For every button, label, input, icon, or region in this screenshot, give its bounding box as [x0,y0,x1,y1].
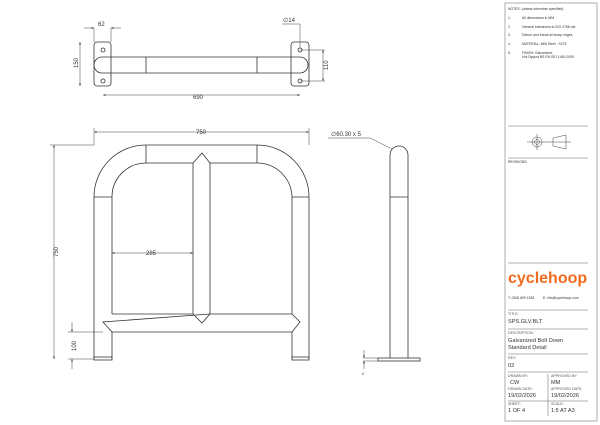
svg-text:TITLE:: TITLE: [508,312,519,316]
dim-plate-height: 150 [74,57,80,68]
drawn-by: CW [510,380,520,386]
title-block: NOTES: (unless otherwise specified) 1. Al… [504,2,598,422]
front-view: 750 750 285 100 [50,128,310,369]
svg-text:3.: 3. [508,33,511,37]
approved-by: MM [551,380,561,386]
svg-text:SHEET:: SHEET: [508,402,521,406]
svg-text:APPROVED BY:: APPROVED BY: [551,374,578,378]
cyclehoop-logo: cyclehoop [508,270,587,287]
note: General tolerances to ISO 2768-mk [522,25,576,29]
email: E: info@cyclehoop.com [543,296,579,300]
notes-list: 1. All dimensions in MM 2. General toleran… [508,16,576,59]
dim-length: 690 [193,95,204,101]
third-angle-projection-icon [527,134,571,150]
dim-hole-spacing: 110 [324,60,330,70]
note: MATERIAL: Mild Steel - S275 [522,42,567,46]
drawn-date: 19/02/2026 [508,393,536,399]
svg-text:REV:: REV: [508,356,516,360]
dim-bar-height: 100 [72,340,78,351]
description: Standard Detail [508,345,547,351]
dim-plate-width: 62 [98,22,105,28]
svg-text:5.: 5. [508,51,511,55]
note: Deburr and break all sharp edges [522,33,573,37]
side-view: 6 ∅60.30 x 5 [328,131,421,376]
svg-text:SCALE:: SCALE: [551,402,564,406]
phone: T: 0208 699 1338 [508,296,534,300]
bolt-hole-icon [100,47,303,84]
revisions-label: REVISIONS: [508,160,527,164]
note: All dimensions in MM [522,16,554,20]
dim-inner: 285 [146,251,157,257]
dim-plate-thickness: 6 [362,372,364,376]
svg-text:APPROVED DATE:: APPROVED DATE: [551,387,582,391]
drawing-title: SPS.GLV.BLT [508,319,543,325]
scale: 1:5 AT A3 [551,408,575,414]
svg-text:4.: 4. [508,42,511,46]
dim-tube: ∅60.30 x 5 [331,131,362,138]
dim-height: 750 [54,246,60,257]
svg-text:DRAWN DATE:: DRAWN DATE: [508,387,533,391]
note: Hot Dipped BS EN ISO 1461:2009 [522,55,574,59]
svg-text:DESCRIPTION:: DESCRIPTION: [508,331,534,335]
sheet: 1 OF 4 [508,408,525,414]
top-view: 62 150 690 110 ∅14 [74,17,330,101]
svg-text:2.: 2. [508,25,511,29]
approved-date: 19/02/2026 [551,393,579,399]
notes-heading: NOTES: (unless otherwise specified) [508,7,563,11]
revision: 02 [508,363,514,369]
svg-text:DRAWN BY:: DRAWN BY: [508,374,528,378]
svg-text:1.: 1. [508,16,511,20]
note: FINISH: Galvanised, [522,51,553,55]
dim-width: 750 [196,130,207,136]
description: Galvanized Bolt Down [508,338,563,344]
dim-hole-diameter: ∅14 [283,17,296,24]
